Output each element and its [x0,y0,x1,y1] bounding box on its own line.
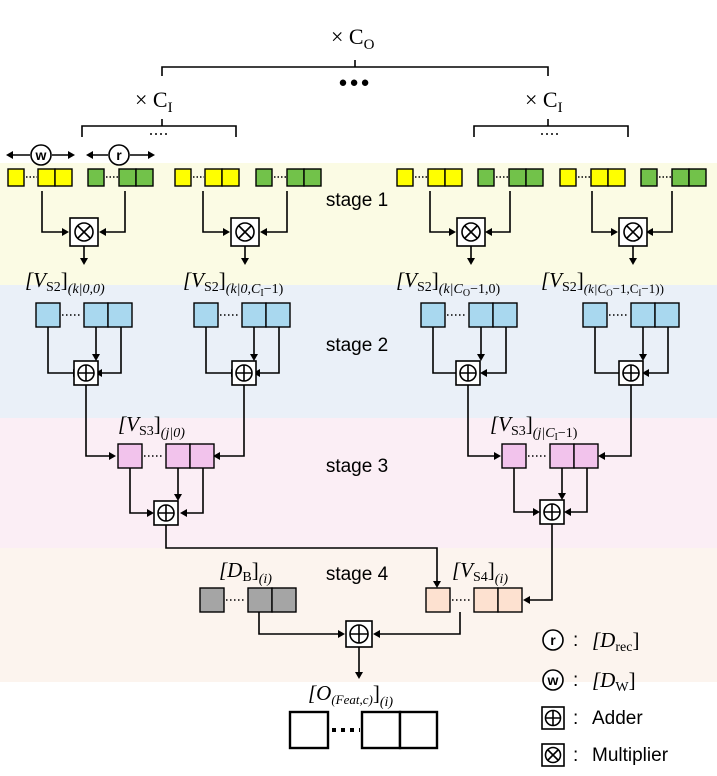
vs4-register [425,587,523,613]
vs2-label-4: [VS2](k|CO−1,CI−1)) [541,268,664,298]
ci-label-left: × CI [135,87,173,116]
multiplier-2 [202,191,288,265]
svg-text:[Drec]: [Drec] [592,628,639,655]
co-ellipsis: ●●● [338,74,371,91]
stage4-title: stage 4 [326,564,389,585]
adder-s2-4 [618,360,644,386]
svg-text::: : [573,745,578,766]
w-icon: w [35,147,47,163]
final-adder-wires [258,612,461,679]
stage1-title: stage 1 [326,190,388,211]
multiplier-1 [41,191,126,265]
stage1-group-3 [396,168,544,187]
stage2-title: stage 2 [326,335,388,356]
vs2-label-3: [VS2](k|CO−1,0) [396,268,500,299]
svg-text::: : [573,708,578,729]
legend: r : [Drec] w : [DW] : Adder : Multiplier [541,628,669,767]
legend-item-adder: : Adder [541,706,643,730]
s3-left-to-vs4-wire [165,525,438,583]
legend-item-r: r : [Drec] [542,628,639,655]
svg-text:× CI: × CI [525,87,563,116]
s3-right-to-vs4-wire [527,524,553,601]
adder-final [345,620,373,648]
svg-text:× CI: × CI [135,87,173,116]
stage3-group-left [117,443,215,517]
stage1-group-2 [174,168,322,187]
svg-text::: : [573,630,578,651]
ci-bracket-right [473,125,629,137]
vs2-label-2: [VS2](k|0,CI−1) [183,268,284,299]
stage3-group-right [501,443,599,516]
stage2-group-2 [193,302,291,377]
multiplier-4 [591,191,673,265]
stage3-title: stage 3 [326,456,388,477]
adder-s2-1 [73,360,99,386]
r-icon: r [116,147,122,163]
svg-text:Adder: Adder [592,708,643,729]
s2-to-s3-right-wires [467,385,632,460]
w-icon: w [547,672,559,688]
vs3-label-1: [VS3](j|0) [118,412,185,441]
svg-text:[DW]: [DW] [592,668,636,695]
stage1-group-4 [559,168,707,187]
vs3-label-2: [VS3](j|CI−1) [490,412,578,443]
w-range-arrow: w [6,144,75,166]
vs2-label-1: [VS2](k|0,0) [25,268,105,297]
db-label: [DB](i) [219,558,272,587]
stage2-group-3 [420,302,518,377]
stage2-group-4 [582,302,680,377]
adder-s2-2 [231,360,257,386]
r-range-arrow: r [86,144,155,166]
db-register [199,587,297,613]
svg-text:Multiplier: Multiplier [592,745,669,766]
multiplier-3 [429,191,511,265]
s2-to-s3-left-wires [85,385,245,460]
output-label: [O(Feat,c)](i) [308,681,393,710]
vs4-label: [VS4](i) [452,558,508,587]
stage3-band [0,418,717,548]
svg-text::: : [573,670,578,691]
adder-s3-right [539,499,565,525]
svg-text:× CO: × CO [331,24,375,53]
adder-s3-left [153,500,179,526]
legend-item-multiplier: : Multiplier [541,743,669,767]
stage1-group-1 [7,168,154,187]
legend-item-w: w : [DW] [542,668,636,695]
output-register [288,710,439,750]
r-icon: r [550,632,556,648]
co-label: × CO [331,24,375,53]
ci-label-right: × CI [525,87,563,116]
ci-bracket-left [81,125,237,137]
adder-s2-3 [455,360,481,386]
